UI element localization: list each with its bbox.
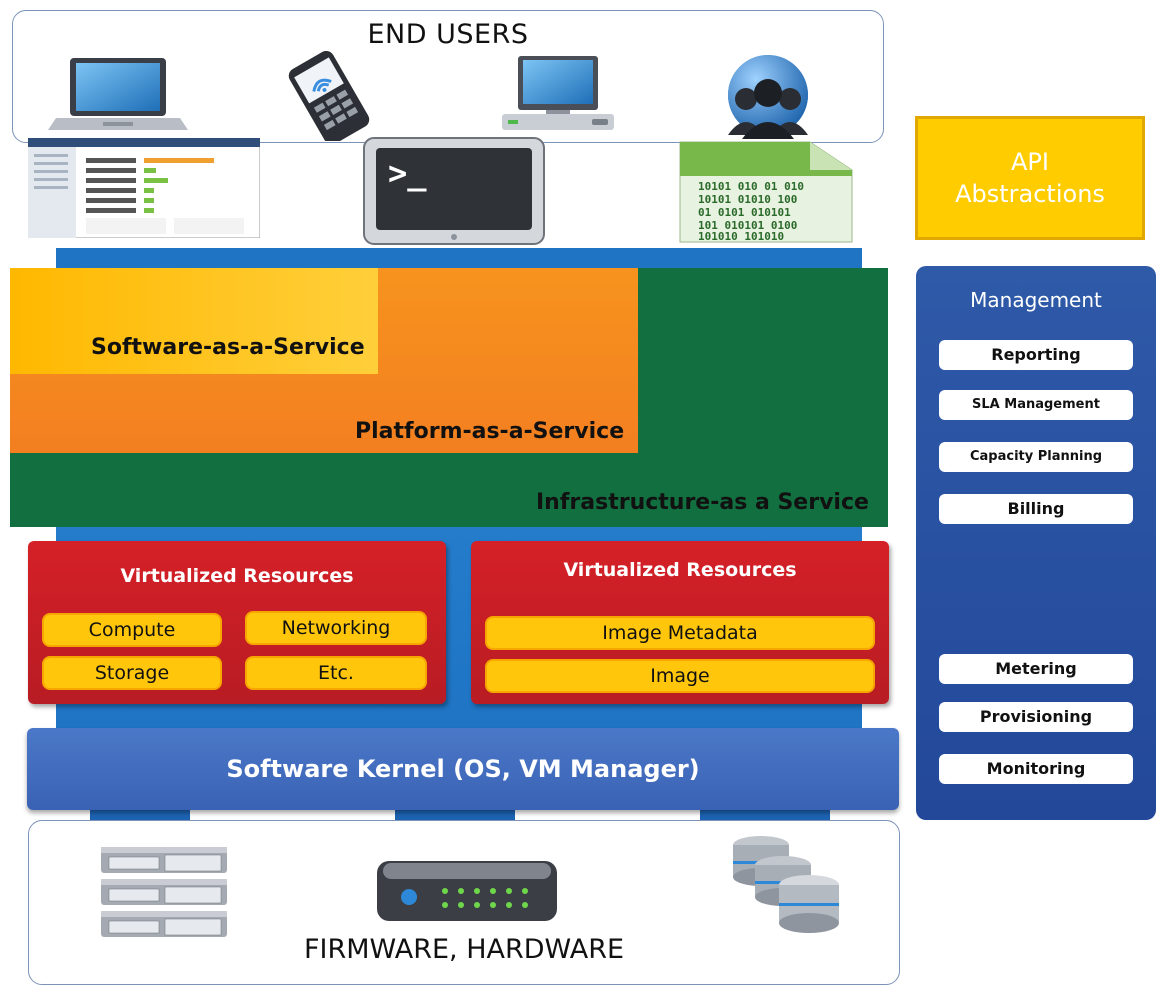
firmware-hardware-title: FIRMWARE, HARDWARE — [303, 934, 625, 965]
terminal-prompt: >_ — [388, 154, 427, 192]
virtualized-resources-panel: Virtualized Resources Compute Networking… — [28, 541, 446, 704]
reporting-item: Reporting — [939, 340, 1133, 370]
metering-item: Metering — [939, 654, 1133, 684]
user-group-globe-icon — [728, 55, 808, 139]
connector-pillar — [56, 248, 862, 270]
saas-label: Software-as-a-Service — [91, 335, 365, 360]
image-metadata-chip: Image Metadata — [485, 616, 875, 650]
svg-text:101010 101010: 101010 101010 — [698, 230, 784, 243]
api-label: API — [1011, 148, 1049, 176]
svg-text:101 010101 0100: 101 010101 0100 — [698, 219, 797, 232]
saas-layer — [10, 268, 378, 374]
binary-file-icon: 10101 010 01 010 10101 01010 100 01 0101… — [679, 141, 853, 243]
end-users-title: END USERS — [367, 19, 529, 50]
networking-chip: Networking — [245, 611, 427, 645]
paas-label: Platform-as-a-Service — [355, 419, 625, 444]
desktop-computer-icon — [502, 56, 614, 130]
network-switch-icon — [377, 861, 557, 921]
sla-management-item: SLA Management — [939, 390, 1133, 420]
billing-item: Billing — [939, 494, 1133, 524]
web-dashboard-icon — [28, 138, 260, 238]
laptop-icon — [48, 58, 188, 130]
provisioning-item: Provisioning — [939, 702, 1133, 732]
abstractions-label: Abstractions — [955, 180, 1105, 208]
server-rack-icon — [101, 847, 227, 937]
smartphone-icon — [288, 51, 370, 141]
firmware-hardware-panel: FIRMWARE, HARDWARE — [28, 820, 900, 985]
terminal-icon: >_ — [363, 137, 545, 245]
etc-chip: Etc. — [245, 656, 427, 690]
monitoring-item: Monitoring — [939, 754, 1133, 784]
virtualized-resources-title: Virtualized Resources — [120, 565, 354, 587]
compute-chip: Compute — [42, 613, 222, 647]
svg-text:01 0101 010101: 01 0101 010101 — [698, 206, 791, 219]
iaas-label: Infrastructure-as a Service — [536, 490, 869, 515]
svg-text:10101 010 01 010: 10101 010 01 010 — [698, 180, 804, 193]
virtualized-resources-title: Virtualized Resources — [563, 559, 797, 581]
api-abstractions-box: API Abstractions — [915, 116, 1145, 240]
image-chip: Image — [485, 659, 875, 693]
management-panel: Management Reporting SLA Management Capa… — [916, 266, 1156, 820]
end-users-panel: END USERS — [12, 10, 884, 143]
database-storage-icon — [733, 836, 839, 933]
software-kernel-bar: Software Kernel (OS, VM Manager) — [27, 728, 899, 810]
management-title: Management — [970, 288, 1102, 312]
storage-chip: Storage — [42, 656, 222, 690]
svg-text:10101 01010 100: 10101 01010 100 — [698, 193, 797, 206]
capacity-planning-item: Capacity Planning — [939, 442, 1133, 472]
virtualized-resources-panel: Virtualized Resources Image Metadata Ima… — [471, 541, 889, 704]
